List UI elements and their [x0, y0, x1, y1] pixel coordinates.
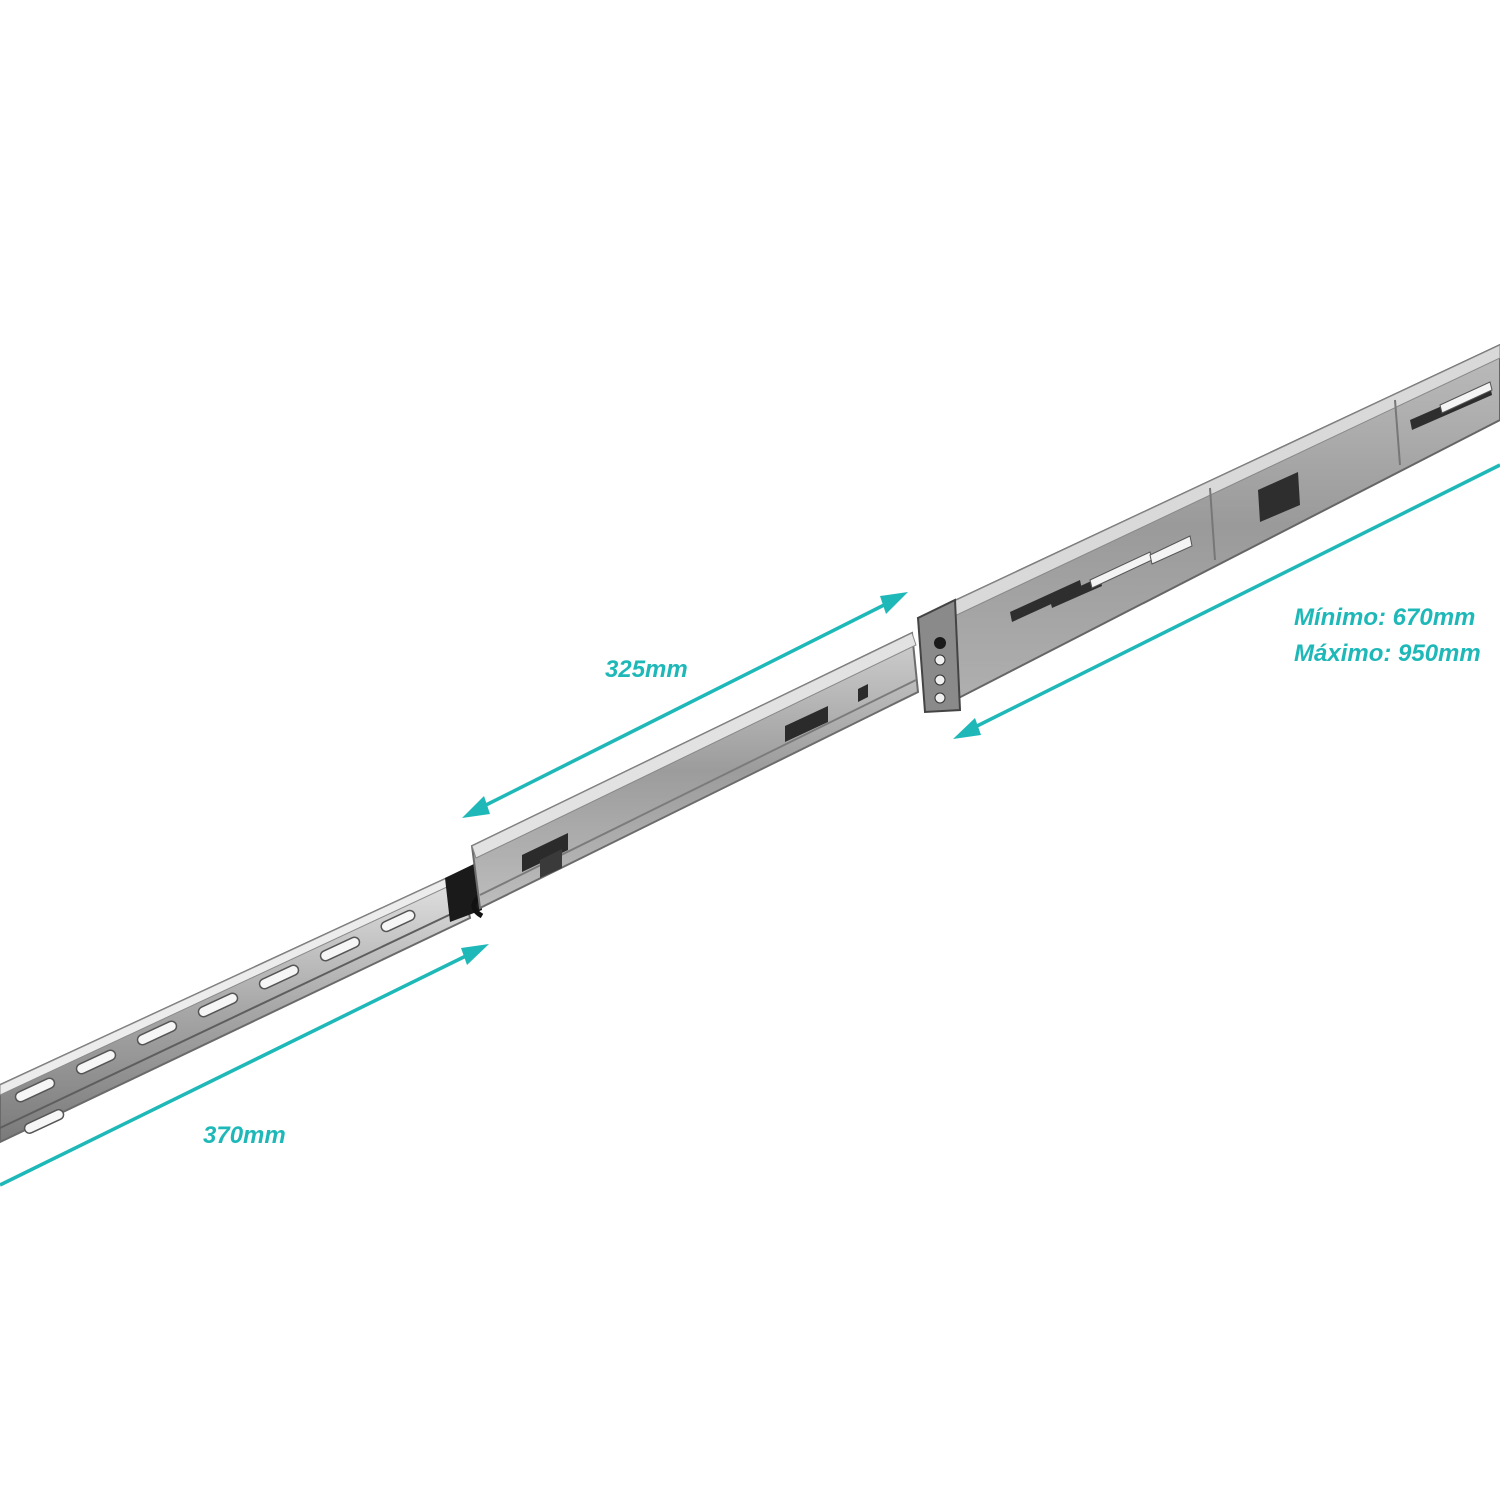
- slot: [23, 1108, 65, 1134]
- outer-rail-cutouts: [1010, 381, 1493, 622]
- rail-bracket-icon: [916, 598, 962, 714]
- outer-min-label: Mínimo: 670mm: [1294, 604, 1475, 631]
- slot: [380, 909, 416, 933]
- slot: [258, 964, 300, 990]
- inner-length-label: 370mm: [203, 1122, 286, 1149]
- middle-rail-top-flange: [471, 632, 917, 859]
- inner-rail: [0, 870, 472, 1144]
- arrow-double-icon: [953, 463, 1500, 739]
- middle-rail: [470, 631, 920, 910]
- inner-rail-groove: [0, 905, 469, 1129]
- outer-rail-top-flange: [917, 344, 1500, 631]
- dimension-arrows: [0, 463, 1500, 1187]
- slot: [197, 992, 239, 1018]
- middle-rail-cutouts: [522, 684, 868, 878]
- middle-length-label: 325mm: [605, 656, 688, 683]
- slot: [75, 1049, 117, 1075]
- inner-rail-body: [0, 870, 472, 1144]
- slot: [319, 936, 361, 962]
- outer-rail: [916, 343, 1500, 714]
- slot: [14, 1077, 56, 1103]
- slot: [136, 1020, 178, 1046]
- arrow-double-icon: [462, 592, 908, 818]
- outer-max-label: Máximo: 950mm: [1294, 640, 1481, 667]
- inner-rail-slots: [14, 909, 416, 1134]
- inner-rail-top-flange: [0, 871, 463, 1096]
- arrow-double-icon: [0, 944, 489, 1187]
